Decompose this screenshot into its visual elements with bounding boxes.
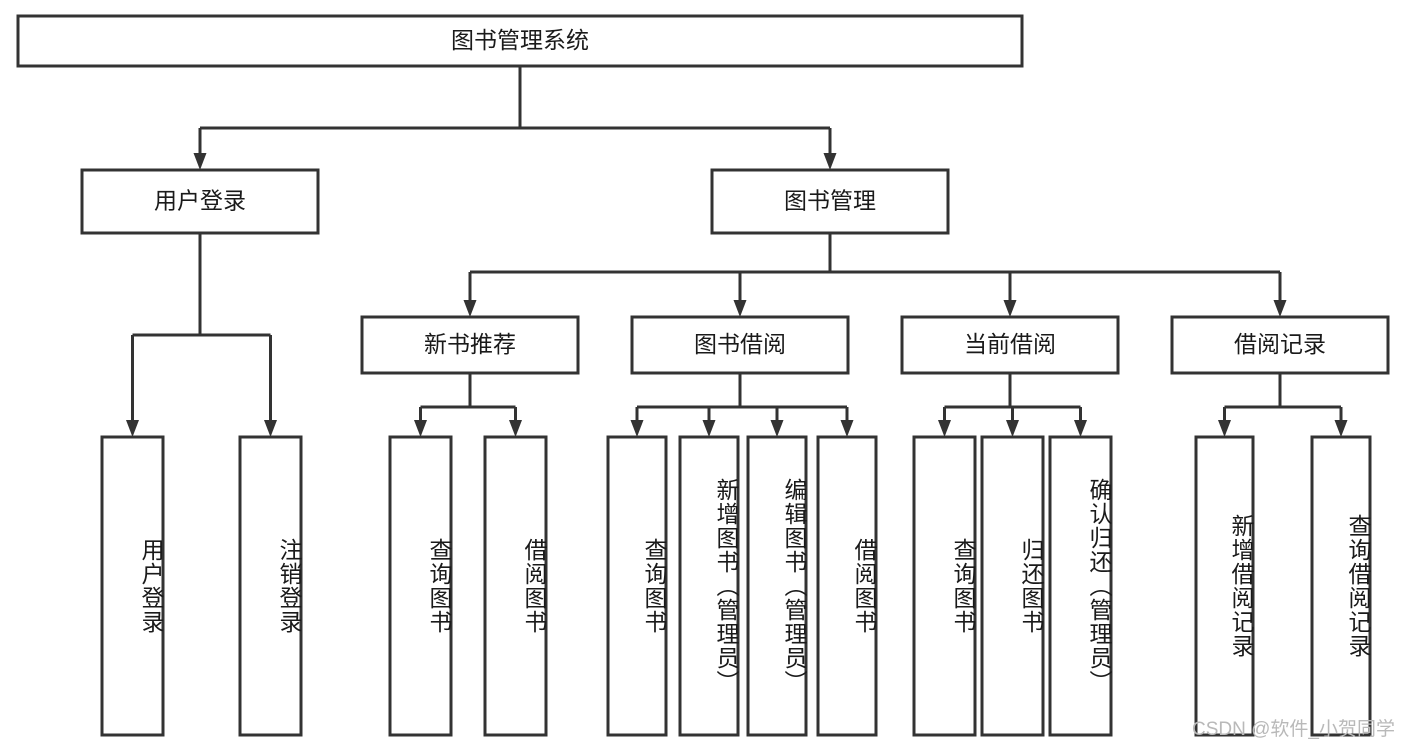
node-box-borrow-record[interactable] xyxy=(1170,315,1390,375)
node-box-leaf-query-book-3[interactable] xyxy=(912,435,977,737)
edge-arrowhead xyxy=(840,420,854,437)
node-label-book-management: 图书管理 xyxy=(784,188,876,214)
node-box-leaf-query-book-1[interactable] xyxy=(388,435,453,737)
edge-arrowhead xyxy=(1006,420,1019,437)
nodes-layer xyxy=(16,14,1390,737)
watermark-text: CSDN @软件_小贺同学 xyxy=(1192,719,1395,740)
node-box-leaf-query-borrow-record[interactable] xyxy=(1310,435,1372,737)
node-box-leaf-logout[interactable] xyxy=(238,435,303,737)
edge-arrowhead xyxy=(1273,300,1287,317)
node-label-root: 图书管理系统 xyxy=(451,27,589,53)
edge-arrowhead xyxy=(509,420,522,437)
edge-arrowhead xyxy=(1003,300,1017,317)
edges-layer xyxy=(126,66,1348,437)
node-box-book-management[interactable] xyxy=(710,168,950,235)
node-box-leaf-borrow-book-1[interactable] xyxy=(483,435,548,737)
node-label-book-borrow: 图书借阅 xyxy=(694,331,786,357)
edge-arrowhead xyxy=(770,420,784,437)
node-box-new-book-recommend[interactable] xyxy=(360,315,580,375)
node-label-current-borrow: 当前借阅 xyxy=(964,331,1056,357)
edge-arrowhead xyxy=(414,420,427,437)
node-box-current-borrow[interactable] xyxy=(900,315,1120,375)
edge-arrowhead xyxy=(733,300,747,317)
node-box-leaf-query-book-2[interactable] xyxy=(606,435,668,737)
edge-arrowhead xyxy=(1074,420,1087,437)
node-label-user-login: 用户登录 xyxy=(154,188,246,214)
node-label-new-book-recommend: 新书推荐 xyxy=(424,331,516,357)
node-box-root[interactable] xyxy=(16,14,1024,68)
edge-arrowhead xyxy=(702,420,716,437)
node-box-leaf-return-book[interactable] xyxy=(980,435,1045,737)
edge-arrowhead xyxy=(1218,420,1231,437)
edge-arrowhead xyxy=(823,153,837,170)
edge-arrowhead xyxy=(1334,420,1348,437)
node-box-leaf-edit-book[interactable] xyxy=(746,435,808,737)
node-box-leaf-borrow-book-2[interactable] xyxy=(816,435,878,737)
edge-arrowhead xyxy=(938,420,951,437)
edge-arrowhead xyxy=(193,153,207,170)
node-box-user-login[interactable] xyxy=(80,168,320,235)
edge-arrowhead xyxy=(630,420,644,437)
edge-arrowhead xyxy=(264,420,277,437)
node-label-borrow-record: 借阅记录 xyxy=(1234,331,1326,357)
node-box-book-borrow[interactable] xyxy=(630,315,850,375)
edge-arrowhead xyxy=(126,420,139,437)
node-box-leaf-add-borrow-record[interactable] xyxy=(1194,435,1255,737)
node-box-leaf-add-book[interactable] xyxy=(678,435,740,737)
node-box-leaf-user-login[interactable] xyxy=(100,435,165,737)
edge-arrowhead xyxy=(463,300,477,317)
node-box-leaf-confirm-return[interactable] xyxy=(1048,435,1113,737)
